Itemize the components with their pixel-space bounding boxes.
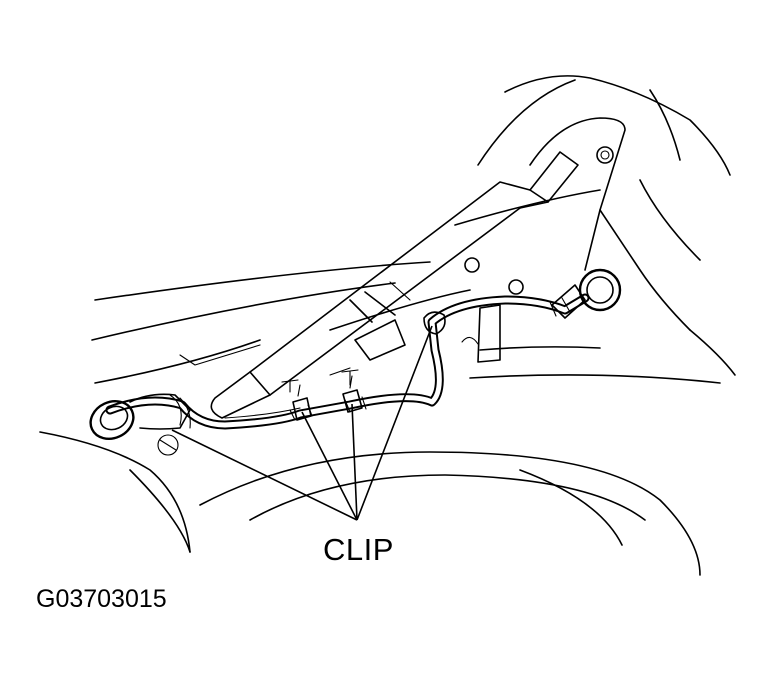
clip-callout-label: CLIP [323, 532, 394, 567]
gas-strut [210, 151, 579, 419]
rear-pillar-panel [477, 75, 736, 376]
body-panel-outlines [39, 189, 721, 576]
figure-id-label: G03703015 [36, 585, 167, 613]
clip-leader-lines [171, 325, 433, 521]
left-grommet [89, 393, 191, 440]
harness-clips [292, 311, 446, 421]
mounting-bracket [157, 304, 501, 456]
right-grommet [551, 268, 622, 319]
